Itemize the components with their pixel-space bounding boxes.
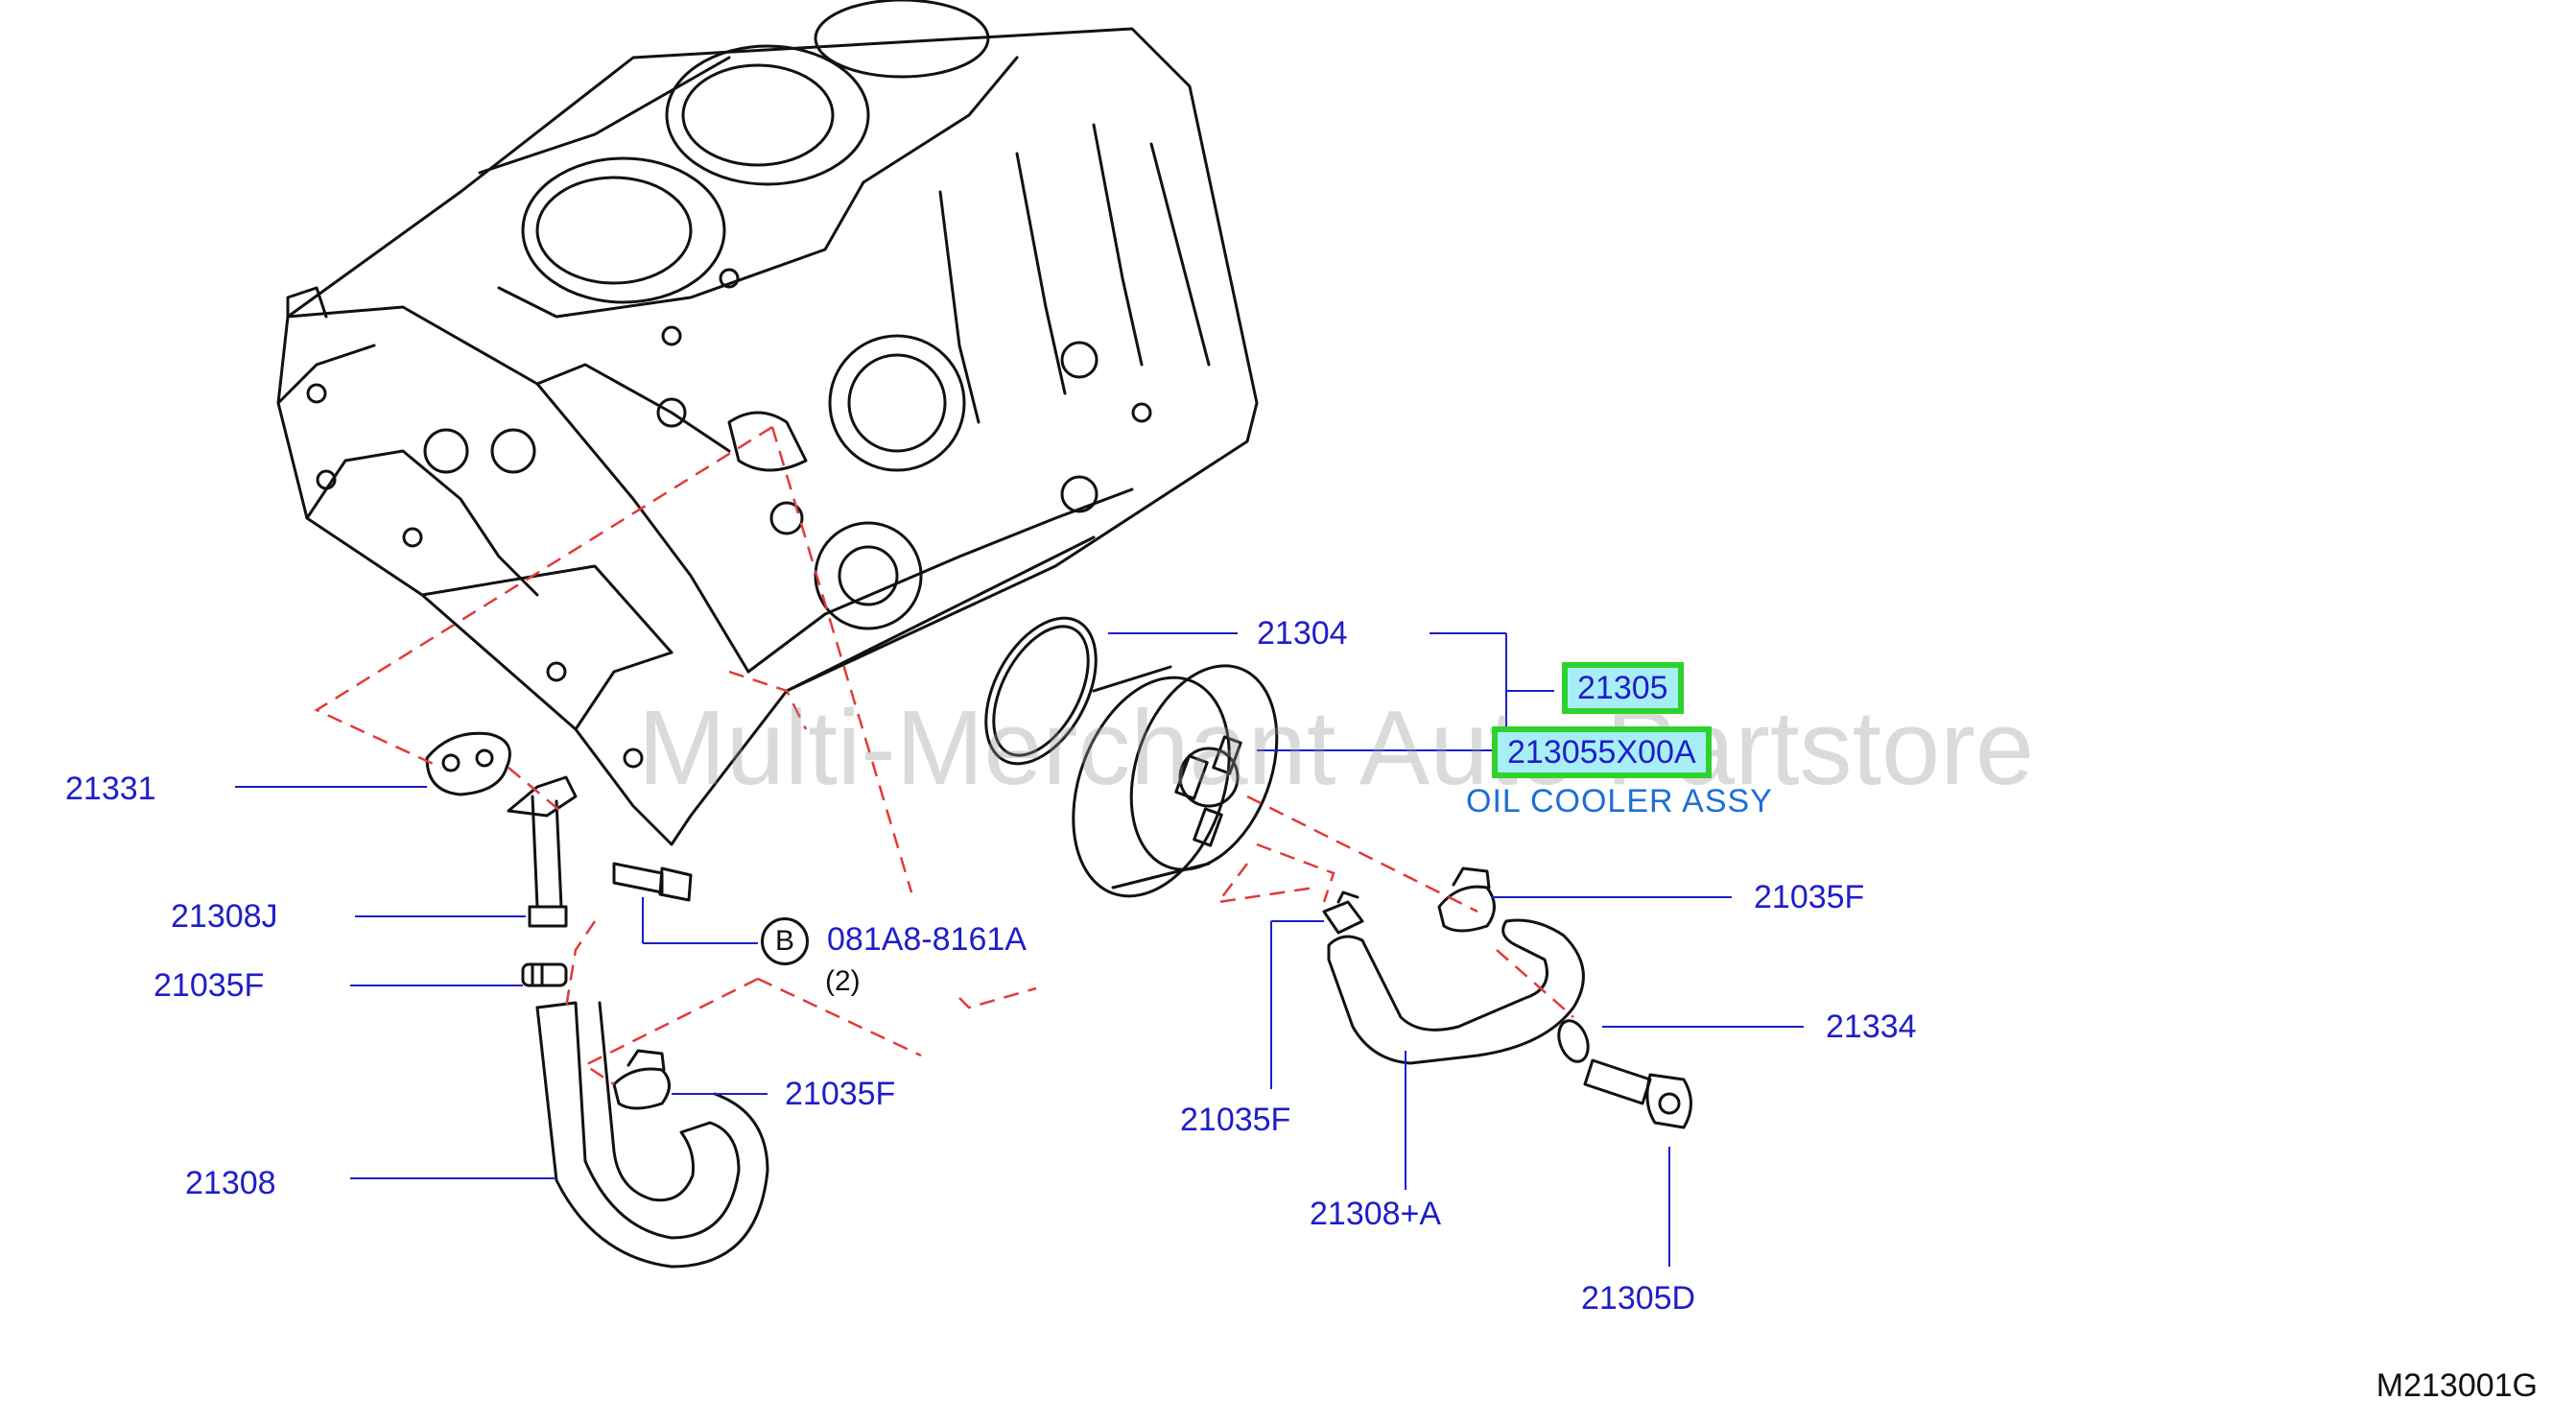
oil-cooler-description: OIL COOLER ASSY	[1466, 783, 1773, 819]
callout-21305[interactable]: 21305	[1562, 662, 1684, 714]
watermark: Multi-Merchant Auto Partstore	[638, 689, 2035, 807]
gasket-21334	[1557, 1019, 1590, 1063]
callout-21334[interactable]: 21334	[1826, 1009, 1917, 1045]
engine-block	[276, 0, 1259, 846]
bolt-quantity: (2)	[825, 965, 861, 997]
bolt-081A8	[612, 862, 693, 902]
callout-21035F-mid[interactable]: 21035F	[1180, 1102, 1291, 1138]
callout-21308J[interactable]: 21308J	[171, 898, 278, 935]
callout-21035F-clamp-low[interactable]: 21035F	[785, 1076, 896, 1112]
hose-21308A	[1327, 918, 1585, 1065]
callout-21035F-left[interactable]: 21035F	[154, 967, 265, 1004]
callout-21331[interactable]: 21331	[65, 771, 156, 807]
callout-21305D[interactable]: 21305D	[1581, 1280, 1696, 1317]
fitting-21035F-mid	[1322, 890, 1364, 935]
pipe-21308J	[507, 775, 578, 928]
gasket-21304	[984, 616, 1098, 766]
figure-code: M213001G	[2375, 1367, 2538, 1404]
callout-213055X00A[interactable]: 213055X00A	[1492, 726, 1712, 778]
bolt-21305D	[1583, 1058, 1692, 1129]
gasket-21331	[425, 731, 511, 796]
oil-cooler-21305	[1072, 664, 1279, 898]
assembly-lines	[314, 425, 1574, 1086]
callout-21304[interactable]: 21304	[1257, 615, 1348, 652]
callout-21308A[interactable]: 21308+A	[1310, 1196, 1442, 1232]
callout-bolt-ref[interactable]: 081A8-8161A	[827, 921, 1027, 958]
callout-21035F-right[interactable]: 21035F	[1754, 879, 1865, 915]
clamp-21035F-left	[521, 962, 568, 987]
clamp-21035F-right	[1437, 866, 1496, 933]
leader-lines	[235, 632, 1804, 1267]
clamp-21035F-low	[612, 1049, 671, 1110]
marker-b: B	[761, 917, 809, 965]
callout-21308[interactable]: 21308	[185, 1165, 276, 1201]
hose-21308	[535, 1001, 769, 1269]
